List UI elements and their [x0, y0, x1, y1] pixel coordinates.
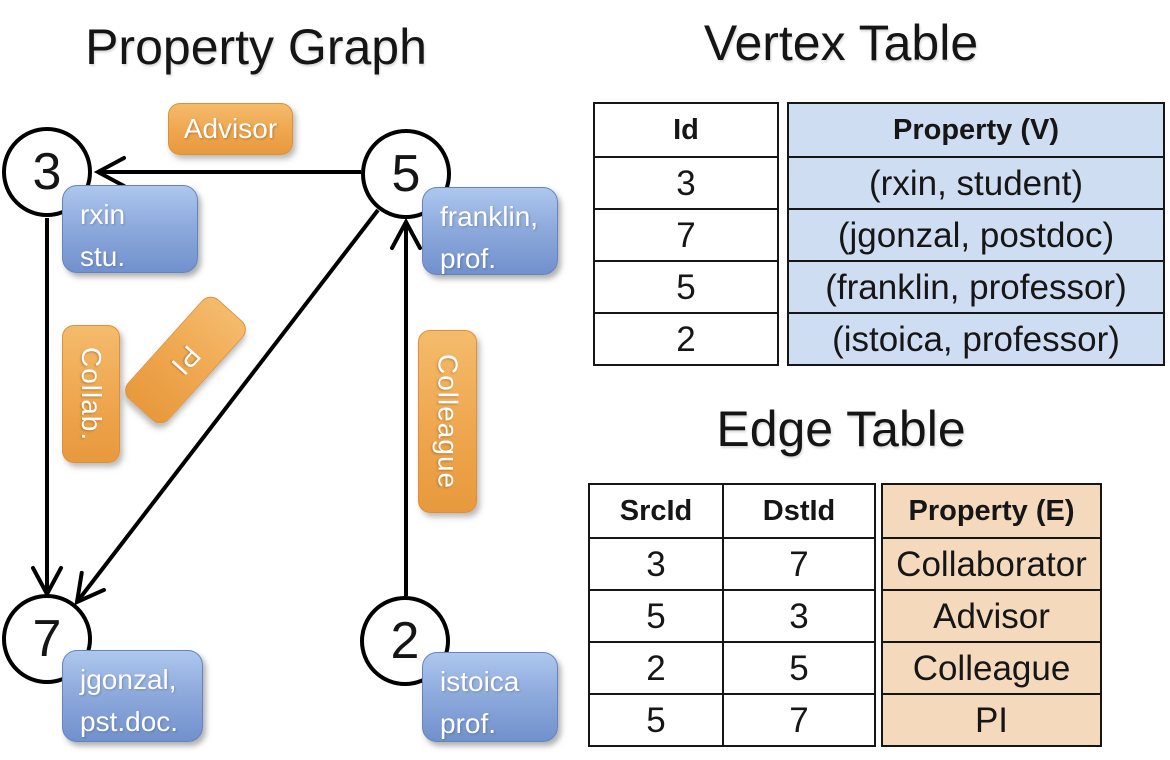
vertex-prop-line: istoica — [440, 666, 520, 697]
edge-label-colleague: Colleague — [418, 330, 477, 513]
vertex-table-title: Vertex Table — [703, 15, 979, 71]
edge-table-id-columns: SrcId DstId 3 7 5 3 2 5 5 7 — [588, 483, 876, 747]
vertex-prop-line: jgonzal, — [80, 664, 177, 695]
vertex-table-property-cell: (rxin, student) — [789, 156, 1163, 208]
vertex-prop-line: stu. — [80, 241, 126, 272]
edge-label-text: Advisor — [183, 113, 278, 144]
vertex-table-id-cell: 7 — [595, 208, 777, 260]
vertex-prop-line: prof. — [440, 708, 497, 739]
vertex-prop-line: pst.doc. — [80, 706, 179, 737]
edge-table-property-header: Property (E) — [883, 485, 1100, 537]
vertex-prop-line: franklin, — [440, 201, 539, 232]
vertex-table-id-cell: 2 — [595, 312, 777, 364]
vertex-table-property-cell: (jgonzal, postdoc) — [789, 208, 1163, 260]
edge-table-dstid-cell: 5 — [722, 641, 874, 693]
edge-table-title: Edge Table — [716, 401, 966, 457]
node-id-label: 7 — [32, 610, 62, 668]
edge-table-srcid-cell: 2 — [590, 641, 722, 693]
edge-label-text: Collab. — [76, 346, 107, 442]
graph-edges — [31, 156, 422, 606]
vertex-table-property-cell: (franklin, professor) — [789, 260, 1163, 312]
edge-table-srcid-cell: 3 — [590, 537, 722, 589]
vertex-table-id-column: Id 3 7 5 2 — [593, 102, 779, 366]
edge-table-dstid-header: DstId — [722, 485, 874, 537]
edge-table: SrcId DstId 3 7 5 3 2 5 5 7 Property (E)… — [588, 483, 1102, 747]
edge-table-dstid-cell: 3 — [722, 589, 874, 641]
node-id-label: 3 — [32, 143, 62, 201]
node-circle-5: 5 — [361, 129, 451, 219]
node-id-label: 5 — [391, 145, 421, 203]
vertex-table-property-header: Property (V) — [789, 104, 1163, 156]
vertex-table-id-header: Id — [673, 114, 699, 146]
edge-table-dstid-cell: 7 — [722, 693, 874, 745]
edge-label-text: Colleague — [432, 353, 464, 490]
vertex-prop-box-franklin: franklin, prof. — [422, 187, 558, 275]
vertex-table: Id 3 7 5 2 Property (V) (rxin, student) … — [593, 102, 1165, 366]
vertex-prop-box-istoica: istoica prof. — [422, 652, 558, 742]
edge-table-dstid-cell: 7 — [722, 537, 874, 589]
edge-table-property-column: Property (E) Collaborator Advisor Collea… — [881, 483, 1102, 747]
vertex-table-id-cell: 5 — [595, 260, 777, 312]
edge-label-text: PI — [164, 339, 207, 382]
node-circle-2: 2 — [360, 596, 450, 686]
edge-label-advisor: Advisor — [168, 103, 293, 155]
edge-table-property-cell: Advisor — [883, 589, 1100, 641]
vertex-table-property-column: Property (V) (rxin, student) (jgonzal, p… — [787, 102, 1165, 366]
node-id-label: 2 — [390, 612, 420, 670]
edge-table-property-cell: Colleague — [883, 641, 1100, 693]
vertex-table-id-cell: 3 — [595, 156, 777, 208]
edge-table-srcid-header: SrcId — [619, 495, 693, 527]
vertex-prop-line: rxin — [80, 199, 126, 230]
edge-table-srcid-cell: 5 — [590, 589, 722, 641]
edge-table-property-cell: PI — [883, 693, 1100, 745]
vertex-prop-box-rxin: rxin stu. — [62, 185, 198, 273]
vertex-prop-line: prof. — [440, 243, 497, 274]
edge-table-srcid-cell: 5 — [590, 693, 722, 745]
edge-label-collab: Collab. — [62, 325, 120, 463]
edge-pi-5-to-7 — [74, 208, 380, 606]
vertex-prop-box-jgonzal: jgonzal, pst.doc. — [62, 650, 203, 742]
vertex-table-property-cell: (istoica, professor) — [789, 312, 1163, 364]
property-graph-title: Property Graph — [85, 19, 427, 75]
edge-table-property-cell: Collaborator — [883, 537, 1100, 589]
